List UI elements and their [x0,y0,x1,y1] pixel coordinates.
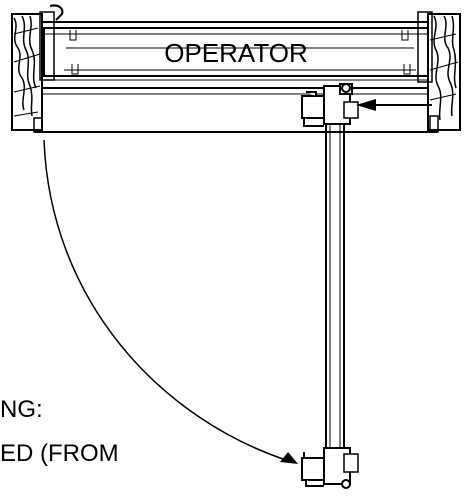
direction-arrow [356,99,432,111]
right-wall-section [417,11,461,133]
bottom-arm-bracket [301,447,359,489]
operator-label: OPERATOR [164,38,308,68]
top-arm-bracket [301,83,359,127]
left-wall-section [11,4,64,133]
caption-line-2: ED (FROM [0,442,119,466]
door-leaf [325,119,345,459]
caption-line-1: NG: [0,398,43,422]
swing-arc [43,139,298,464]
